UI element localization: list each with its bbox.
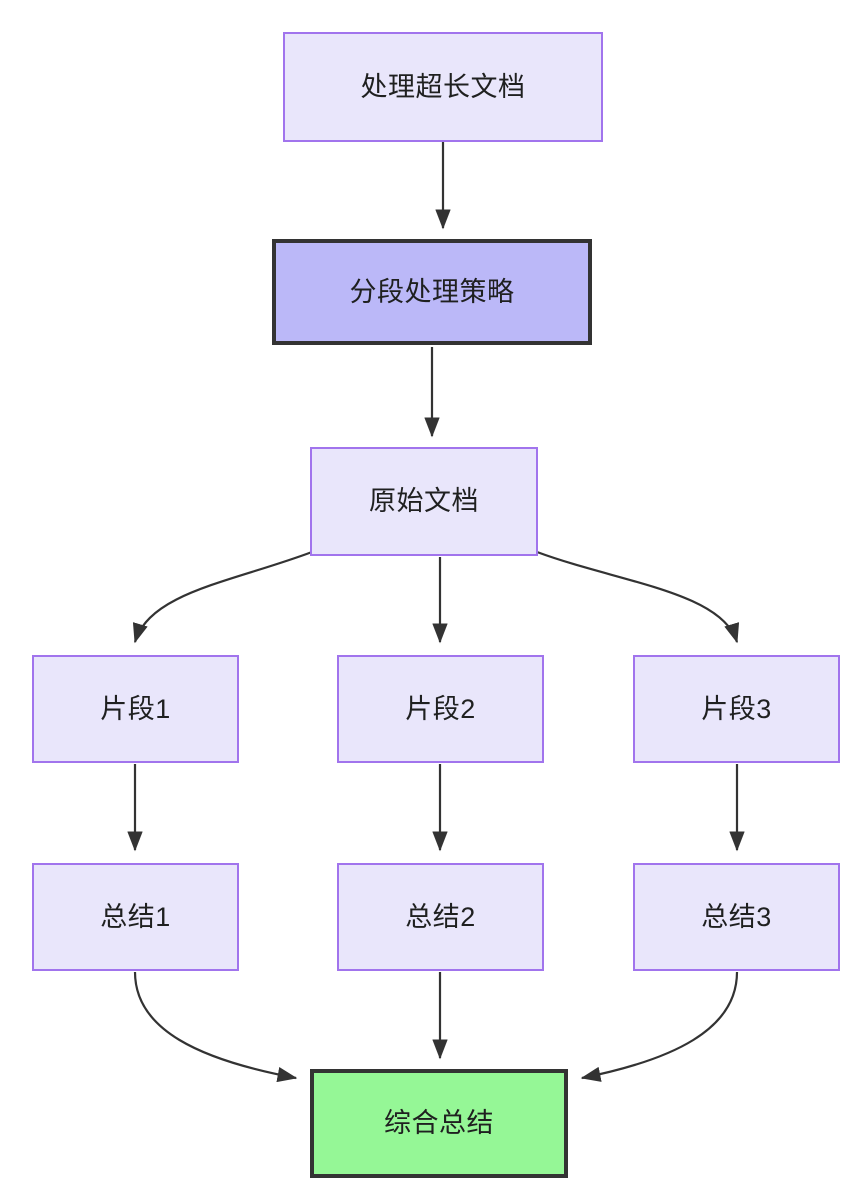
node-process-long-document[interactable]: 处理超长文档: [283, 32, 603, 142]
edge-source-to-chunk3: [536, 550, 740, 644]
node-chunking-strategy[interactable]: 分段处理策略: [272, 239, 592, 345]
edge-summary1-to-final: [133, 971, 298, 1083]
node-summary-1[interactable]: 总结1: [32, 863, 239, 971]
edge-summary3-to-final: [580, 971, 739, 1082]
node-chunk-1[interactable]: 片段1: [32, 655, 239, 763]
node-chunk-2[interactable]: 片段2: [337, 655, 544, 763]
edge-source-to-chunk1: [132, 550, 313, 644]
node-source-document[interactable]: 原始文档: [310, 447, 538, 556]
node-summary-3[interactable]: 总结3: [633, 863, 840, 971]
node-summary-2[interactable]: 总结2: [337, 863, 544, 971]
node-chunk-3[interactable]: 片段3: [633, 655, 840, 763]
node-final-summary[interactable]: 综合总结: [310, 1069, 568, 1178]
